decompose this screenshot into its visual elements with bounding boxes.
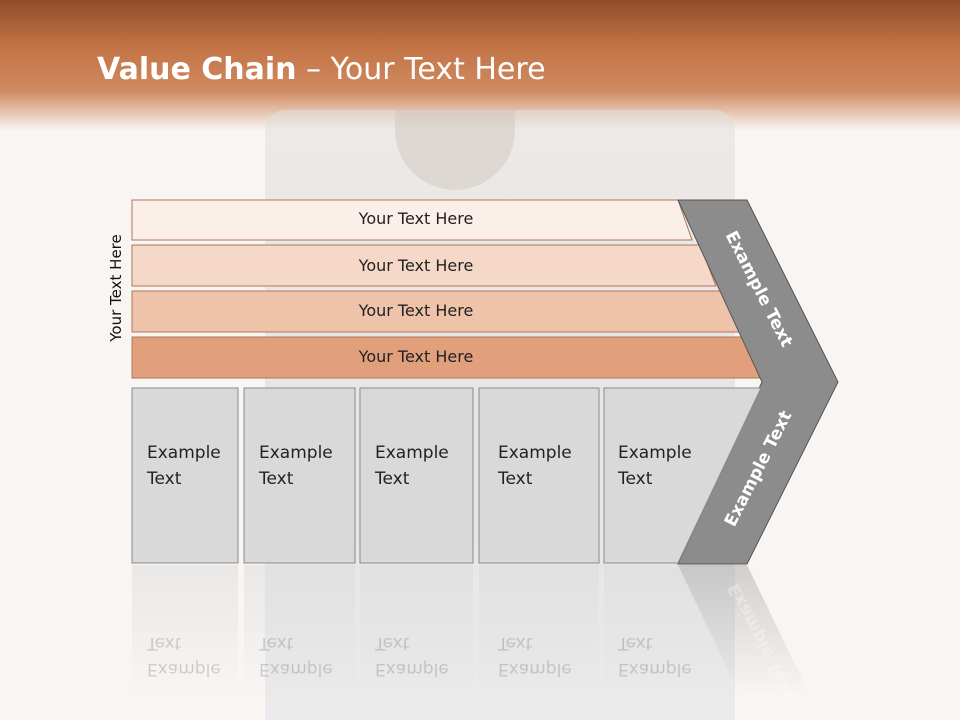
box-2 [243, 387, 356, 564]
box-3-line1: Example [375, 443, 449, 463]
chevron-arrow [677, 199, 839, 565]
box-5 [603, 387, 762, 564]
box-3 [359, 387, 474, 564]
box-1-line2: Text [147, 469, 182, 489]
title-rest: – Your Text Here [296, 52, 546, 87]
bar-2-label: Your Text Here [358, 256, 474, 275]
box-4 [478, 387, 600, 564]
box-5-line2: Text [618, 469, 653, 489]
bar-3-label: Your Text Here [358, 301, 474, 320]
box-2-line1: Example [259, 443, 333, 463]
box-3-line2: Text [375, 469, 410, 489]
bar-1-label: Your Text Here [358, 209, 474, 228]
chevron-reflection [678, 565, 810, 695]
box-1 [131, 387, 239, 564]
box-5-reflection [604, 565, 740, 695]
box-1-reflection [132, 565, 238, 695]
bar-1 [131, 199, 693, 241]
box-5-line1: Example [618, 443, 692, 463]
slide-title: Value Chain – Your Text Here [97, 52, 546, 87]
box-2-line2: Text [259, 469, 294, 489]
title-bold: Value Chain [97, 52, 297, 87]
box-4-line2: Text [498, 469, 533, 489]
box-4-reflection [479, 565, 599, 695]
box-3-reflection [360, 565, 473, 695]
bar-2 [131, 244, 717, 287]
box-4-line1: Example [498, 443, 572, 463]
header-band [0, 0, 960, 130]
box-2-reflection [244, 565, 355, 695]
bar-4-label: Your Text Here [358, 347, 474, 366]
box-1-line1: Example [147, 443, 221, 463]
